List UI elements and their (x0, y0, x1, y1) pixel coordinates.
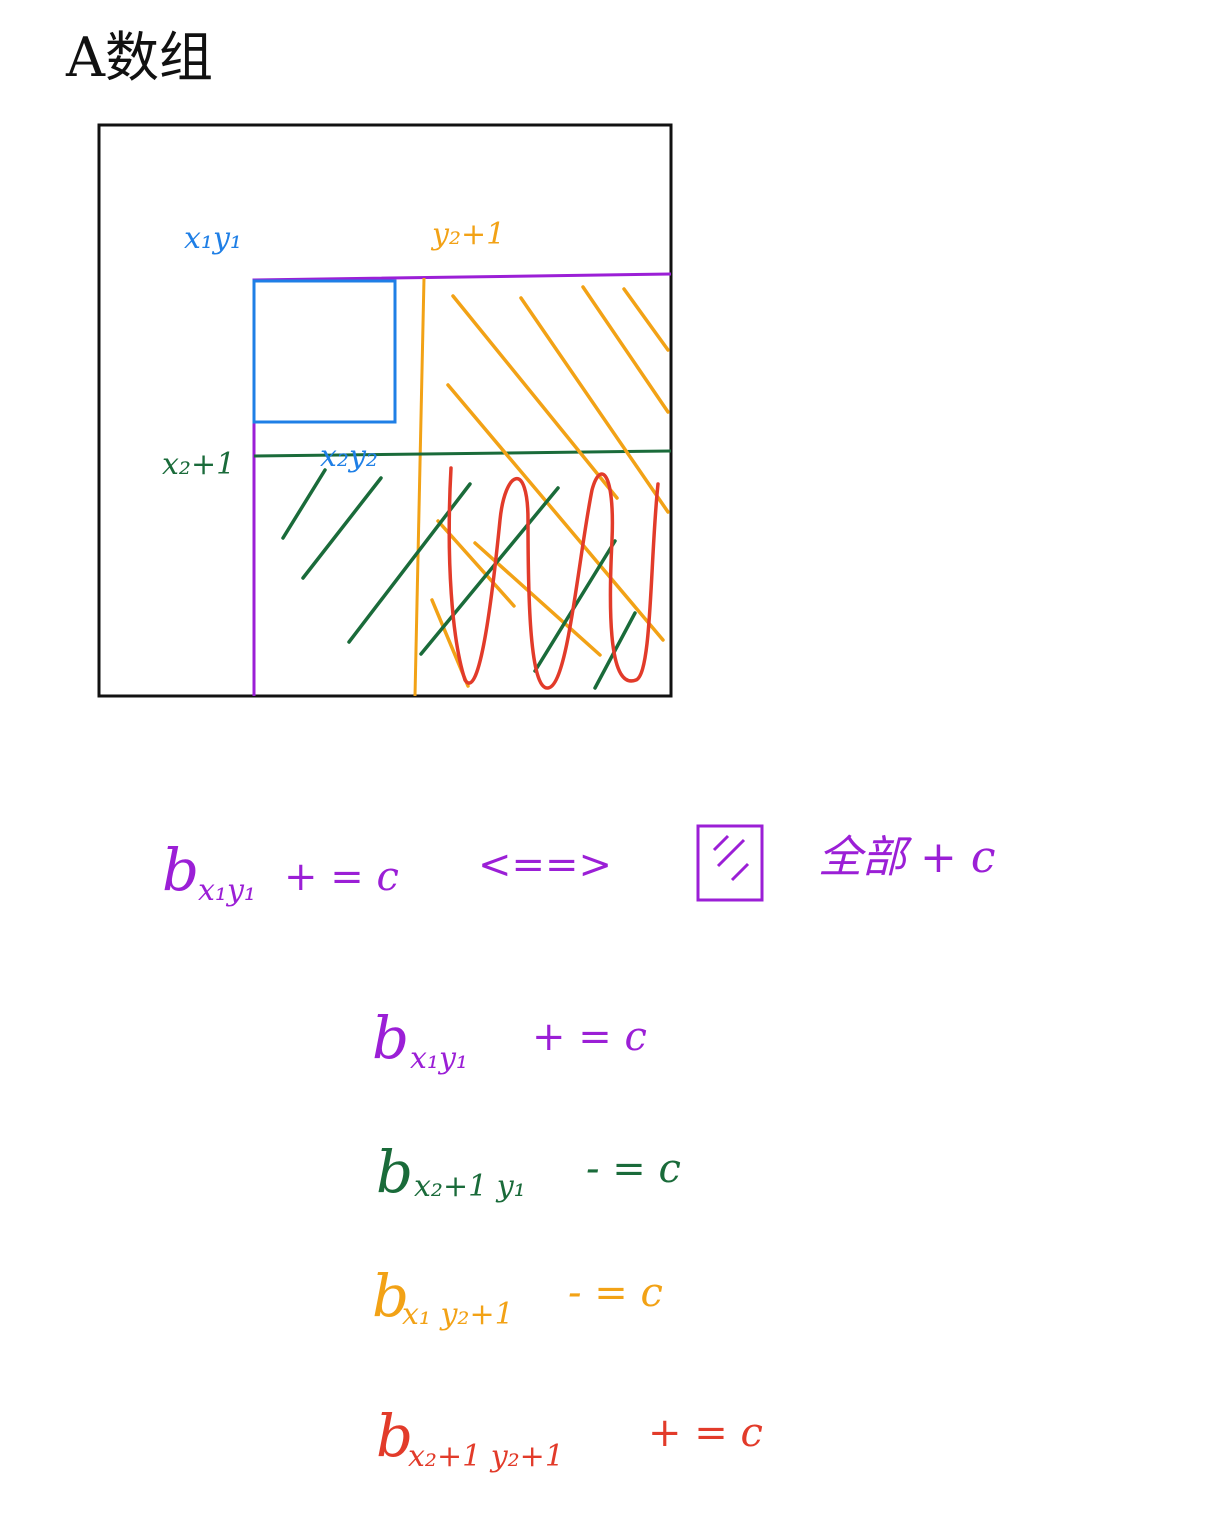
eq-4-op: + = c (648, 1410, 763, 1456)
page-title: A数组 (65, 26, 213, 89)
equation-row-4: b x₂+1 y₂+1 + = c (376, 1402, 763, 1474)
equation-row-3: b x₁ y₂+1 - = c (372, 1262, 663, 1332)
top-equation: b x₁y₁ + = c <==> 全部 + c (162, 832, 995, 908)
label-x2-plus-1: x₂+1 (162, 447, 235, 482)
top-eq-arrow: <==> (478, 842, 612, 888)
equation-row-2: b x₂+1 y₁ - = c (376, 1138, 681, 1206)
equation-row-1: b x₁y₁ + = c (372, 1004, 647, 1076)
eq-4-sub: x₂+1 y₂+1 (408, 1439, 564, 1474)
eq-1-op: + = c (532, 1014, 647, 1060)
eq-3-sub: x₁ y₂+1 (402, 1297, 514, 1332)
hatched-square-icon (696, 824, 764, 902)
blue-target-rect (252, 279, 397, 424)
top-eq-sub: x₁y₁ (198, 873, 256, 908)
top-eq-op: + = c (284, 854, 399, 900)
orange-hatching (430, 285, 670, 688)
red-scribble (447, 466, 660, 690)
orange-y2-line (413, 277, 426, 697)
green-x2-line (253, 449, 672, 458)
equation-list: b x₁y₁ + = c b x₂+1 y₁ - = c b x₁ y₂+1 -… (372, 1004, 763, 1474)
eq-2-base: b (376, 1138, 413, 1206)
eq-1-base: b (372, 1004, 409, 1072)
eq-4-base: b (376, 1402, 413, 1470)
eq-3-op: - = c (568, 1270, 663, 1316)
top-eq-base: b (162, 836, 199, 904)
label-y2-plus-1: y₂+1 (430, 217, 505, 252)
array-outer-box (97, 123, 673, 698)
label-x2y2: x₂y₂ (320, 439, 378, 474)
eq-2-sub: x₂+1 y₁ (414, 1169, 526, 1204)
label-x1y1: x₁y₁ (184, 221, 242, 256)
eq-2-op: - = c (586, 1146, 681, 1192)
eq-3-base: b (372, 1262, 409, 1330)
top-eq-rhs: 全部 + c (818, 832, 995, 883)
eq-1-sub: x₁y₁ (410, 1041, 468, 1076)
